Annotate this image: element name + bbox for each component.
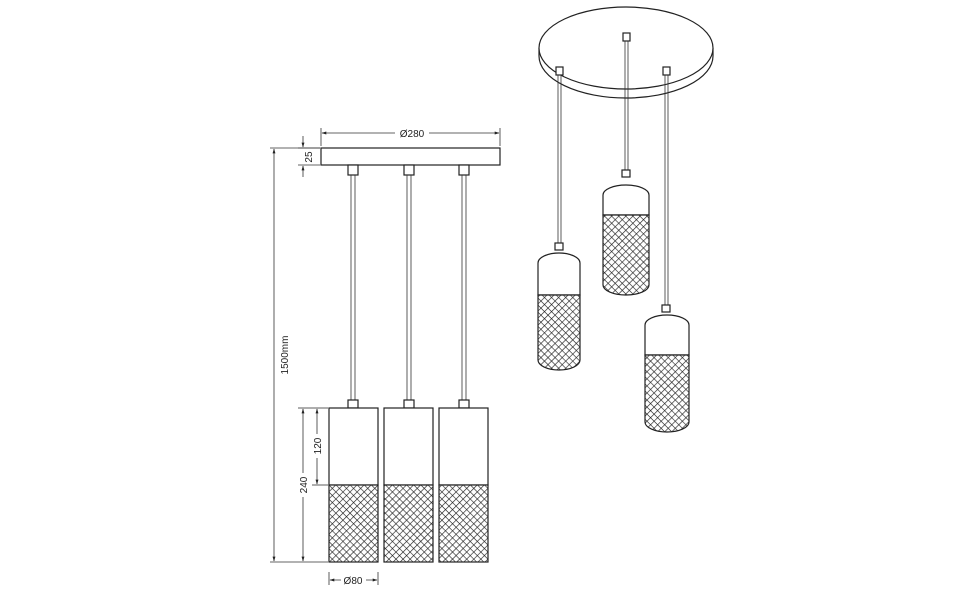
label-shade-upper-height: 120 [313,437,324,454]
pendant-front-2 [383,164,434,563]
pendant-front-1 [328,164,379,563]
label-canopy-diameter: Ø280 [400,129,425,140]
dimension-canopy-height: 25 [298,136,320,177]
label-shade-height: 240 [299,476,310,493]
pendant-3d-middle [602,32,650,296]
dimension-canopy-diameter: Ø280 [320,126,501,146]
dimension-shade-upper: 120 [311,407,328,486]
label-total-height: 1500mm [280,336,291,375]
pendant-3d-right [644,66,690,433]
pendant-front-3 [438,164,489,563]
perspective-view [537,6,714,433]
dimension-total-height: 1500mm [270,147,328,563]
label-shade-diameter: Ø80 [344,576,363,587]
pendant-3d-left [537,66,581,371]
canopy-bar [320,147,501,166]
dimension-shade-diameter: Ø80 [328,572,379,587]
canopy-round [538,6,714,99]
dimension-shade-height: 240 [297,407,312,562]
label-canopy-height: 25 [304,151,315,163]
front-view: Ø280 25 1500mm 120 240 [270,126,501,587]
